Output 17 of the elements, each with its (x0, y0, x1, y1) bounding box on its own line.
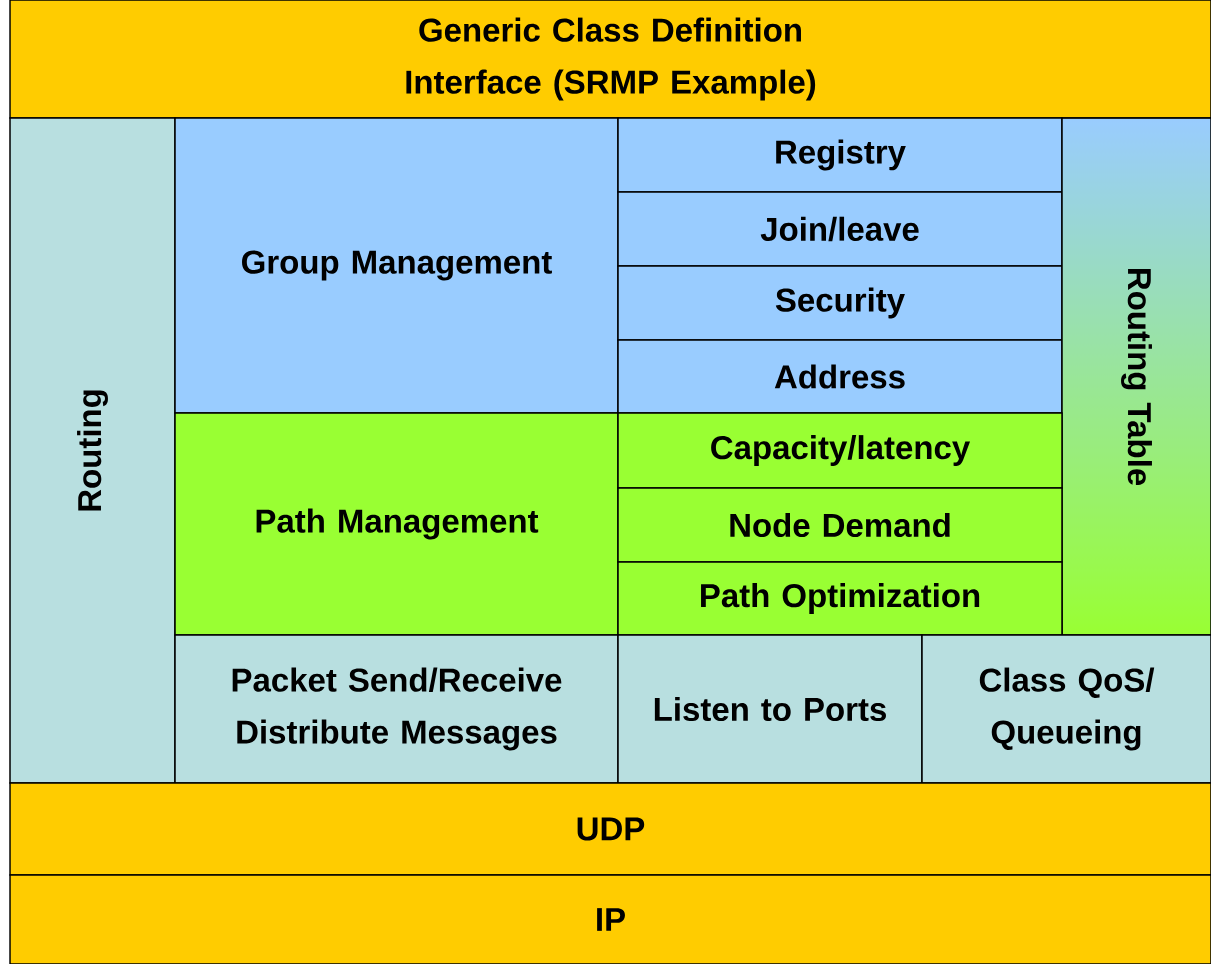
function-box: Node Demand (617, 487, 1063, 563)
side-column: Routing (9, 117, 176, 784)
function-box: Join/leave (617, 191, 1063, 267)
service-box: Packet Send/Receive Distribute Messages (174, 634, 619, 784)
function-box: Address (617, 339, 1063, 414)
layer-band: UDP (9, 782, 1211, 876)
module-box: Group Management (174, 117, 619, 414)
function-box: Security (617, 265, 1063, 341)
side-column: Routing Table (1061, 117, 1211, 636)
function-box: Capacity/latency (617, 412, 1063, 489)
layer-band: IP (9, 874, 1211, 964)
function-box: Registry (617, 117, 1063, 193)
service-box: Listen to Ports (617, 634, 923, 784)
service-box: Class QoS/ Queueing (921, 634, 1211, 784)
function-box: Path Optimization (617, 561, 1063, 636)
module-box: Path Management (174, 412, 619, 636)
layer-band: Generic Class Definition Interface (SRMP Example) (9, 0, 1211, 119)
